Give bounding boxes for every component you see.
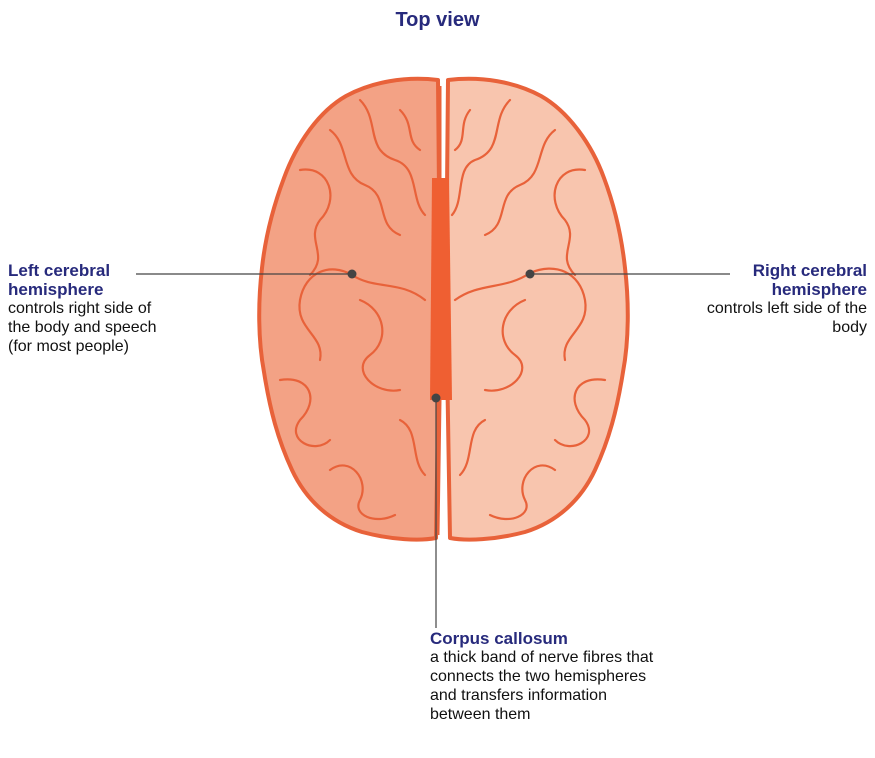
left-hemisphere-heading: Left cerebral hemisphere [8, 261, 173, 299]
left-hemisphere-description: controls right side of the body and spee… [8, 299, 173, 356]
left-hemisphere [259, 79, 440, 540]
left-hemisphere-label: Left cerebral hemisphere controls right … [8, 261, 173, 356]
marker-dot-left [348, 270, 357, 279]
corpus-callosum-label: Corpus callosum a thick band of nerve fi… [430, 629, 670, 724]
corpus-callosum-description: a thick band of nerve fibres that connec… [430, 648, 670, 724]
right-hemisphere-label: Right cerebral hemisphere controls left … [697, 261, 867, 337]
corpus-callosum [430, 178, 452, 400]
marker-dot-bottom [432, 394, 441, 403]
right-hemisphere [446, 79, 628, 540]
corpus-callosum-heading: Corpus callosum [430, 629, 670, 648]
marker-dot-right [526, 270, 535, 279]
right-hemisphere-description: controls left side of the body [697, 299, 867, 337]
right-hemisphere-heading: Right cerebral hemisphere [697, 261, 867, 299]
